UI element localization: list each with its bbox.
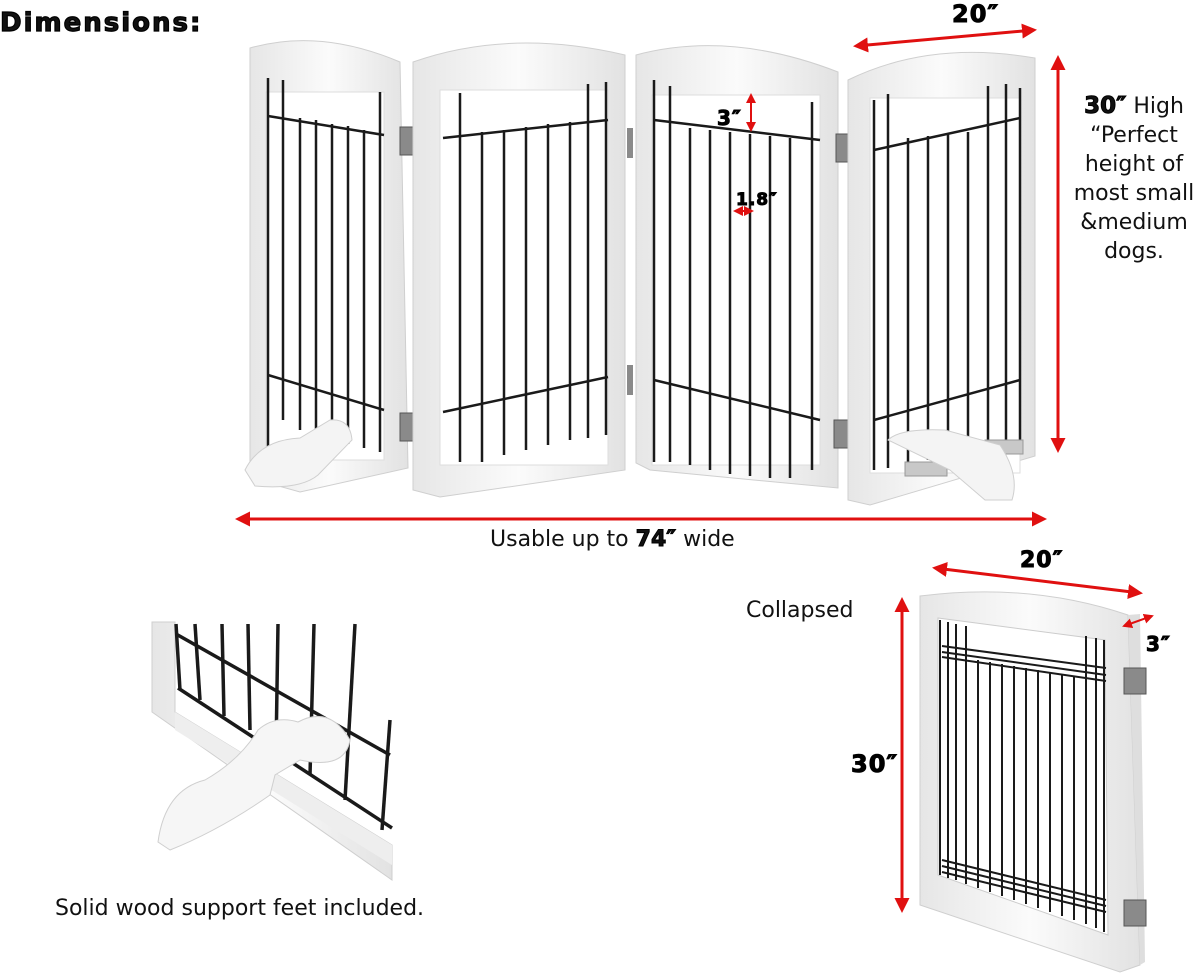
collapsed-dimension-arrows	[894, 562, 1154, 913]
hinge-icon	[1123, 899, 1147, 927]
height-unit-text: High	[1133, 94, 1184, 119]
height-note-line: height of	[1084, 152, 1184, 177]
collapsed-height-label: 30″	[850, 750, 899, 779]
gate-panel-4	[847, 51, 1036, 506]
collapsed-depth-label: 3″	[1146, 632, 1171, 657]
collapsed-label: Collapsed	[746, 598, 854, 623]
top-gap-label: 3″	[717, 106, 742, 131]
height-note-line: dogs.	[1104, 239, 1164, 264]
width-arrow	[853, 23, 1037, 53]
usable-width-value: 74″	[635, 527, 677, 553]
usable-width-caption: Usable up to 74″ wide	[490, 527, 735, 553]
hinge-icon	[627, 128, 633, 158]
gate-panel-3	[635, 45, 839, 489]
gate-panel-1	[244, 40, 409, 493]
height-note-line: most small	[1073, 181, 1195, 206]
collapsed-gate-image	[919, 591, 1147, 973]
feet-caption: Solid wood support feet included.	[55, 896, 425, 921]
page-title: Dimensions:	[0, 7, 203, 38]
collapsed-width-label: 20″	[1019, 548, 1064, 574]
height-note: 30″ High “Perfect height of most small &…	[1070, 92, 1198, 266]
gate-panel-2	[412, 42, 626, 498]
feet-detail-image	[151, 621, 393, 881]
dimension-arrows	[235, 23, 1066, 527]
hinge-icon	[1123, 667, 1147, 695]
hinge-icon	[399, 126, 417, 442]
panel-width-label: 20″	[951, 0, 1000, 29]
height-note-line: &medium	[1080, 210, 1188, 235]
hinge-icon	[627, 365, 633, 395]
height-note-line: “Perfect	[1090, 123, 1178, 148]
height-value: 30″	[1084, 93, 1127, 120]
bar-spacing-label: 1.8″	[736, 190, 778, 211]
